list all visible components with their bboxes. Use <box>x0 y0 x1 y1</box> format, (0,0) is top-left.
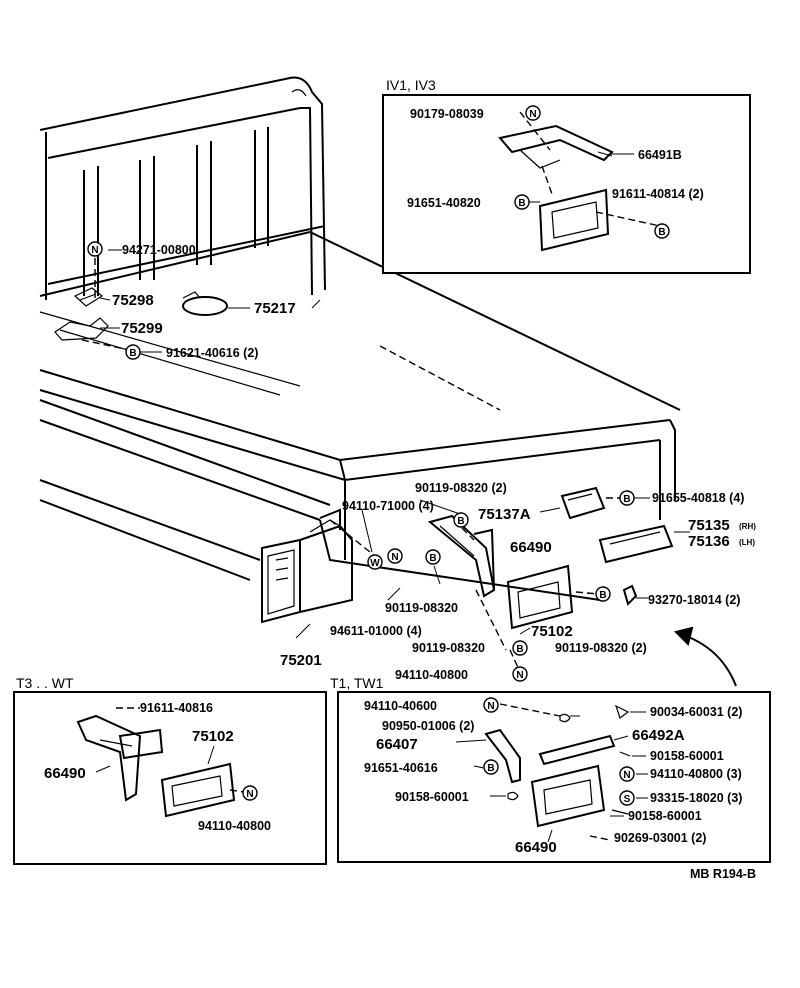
svg-text:B: B <box>599 590 606 601</box>
symbol-n-94110-40600: N <box>483 697 499 713</box>
symbol-b-90119-d: B <box>595 586 611 602</box>
symbol-b-91651-40616: B <box>483 759 499 775</box>
symbol-n-90179: N <box>525 105 541 121</box>
inset-iv1-iv3: IV1, IV3 <box>382 77 751 274</box>
label-66490-t3: 66490 <box>44 765 86 782</box>
symbol-b-91655: B <box>619 490 635 506</box>
symbol-b-90119-a: B <box>453 512 469 528</box>
svg-text:B: B <box>623 494 630 505</box>
svg-text:N: N <box>529 109 536 120</box>
label-75298: 75298 <box>112 292 154 309</box>
label-90034-60031: 90034-60031 (2) <box>650 705 742 719</box>
label-91651-40820: 91651-40820 <box>407 196 481 210</box>
label-90119-08320-d: 90119-08320 (2) <box>555 641 647 655</box>
symbol-b-91651-40820: B <box>514 194 530 210</box>
truck-bed-drawing <box>39 76 681 601</box>
label-94611-01000: 94611-01000 (4) <box>330 624 422 638</box>
inset-t1-tw1: T1, TW1 <box>330 675 771 863</box>
label-94110-40800-t1: 94110-40800 (3) <box>650 767 742 781</box>
symbol-n-94110-40800-t1: N <box>619 766 635 782</box>
label-91611-40814: 91611-40814 (2) <box>612 187 704 201</box>
svg-text:B: B <box>518 198 525 209</box>
inset-t3-title: T3 . . WT <box>16 675 74 691</box>
label-75102-t3: 75102 <box>192 728 234 745</box>
symbol-n-94271: N <box>87 241 103 257</box>
symbol-b-90119-c: B <box>512 640 528 656</box>
symbol-n-94110-40800-main: N <box>512 666 528 682</box>
symbol-b-91611-40814: B <box>654 223 670 239</box>
label-75135-rh: (RH) <box>739 522 756 531</box>
label-94110-71000: 94110-71000 (4) <box>342 499 434 513</box>
label-75136-lh: (LH) <box>739 538 755 547</box>
label-66407: 66407 <box>376 736 418 753</box>
lamp-75137a <box>560 486 606 520</box>
label-66490-t1: 66490 <box>515 839 557 856</box>
svg-text:S: S <box>624 794 631 805</box>
inset-t1-title: T1, TW1 <box>330 675 384 691</box>
label-75102-main: 75102 <box>531 623 573 640</box>
inset-t3-wt: T3 . . WT <box>13 675 327 865</box>
svg-text:N: N <box>91 245 98 256</box>
symbol-n-94110-40800-t3: N <box>242 785 258 801</box>
svg-text:N: N <box>516 670 523 681</box>
small-parts-left <box>54 287 228 341</box>
label-90158-60001-r2: 90158-60001 <box>628 809 702 823</box>
label-94110-40600: 94110-40600 <box>364 699 437 713</box>
svg-text:B: B <box>457 516 464 527</box>
svg-text:N: N <box>246 789 253 800</box>
label-93270-18014: 93270-18014 (2) <box>648 593 740 607</box>
label-90950-01006: 90950-01006 (2) <box>382 719 474 733</box>
label-90158-60001-l: 90158-60001 <box>395 790 469 804</box>
label-94110-40800-t3: 94110-40800 <box>198 819 271 833</box>
symbol-b-90119-b: B <box>425 549 441 565</box>
label-91621-40616: 91621-40616 (2) <box>166 346 258 360</box>
label-66490-main: 66490 <box>510 539 552 556</box>
svg-text:B: B <box>429 553 436 564</box>
svg-text:W: W <box>370 558 380 569</box>
symbol-b-91621: B <box>125 344 141 360</box>
svg-text:N: N <box>487 701 494 712</box>
label-94110-40800-main: 94110-40800 <box>395 668 468 682</box>
part-labels: 90179-08039 66491B 91651-40820 91611-408… <box>44 107 756 881</box>
label-90158-60001-r1: 90158-60001 <box>650 749 724 763</box>
svg-text:N: N <box>623 770 630 781</box>
rear-bumper-bracket <box>261 508 353 624</box>
label-91611-40816: 91611-40816 <box>140 701 213 715</box>
label-75299: 75299 <box>121 320 163 337</box>
label-90269-03001: 90269-03001 (2) <box>614 831 706 845</box>
inset-iv-title: IV1, IV3 <box>386 77 436 93</box>
label-90119-08320-c: 90119-08320 <box>412 641 485 655</box>
label-75136: 75136 <box>688 533 730 550</box>
pointer-arrow <box>674 626 737 687</box>
symbol-n-94110-71000: N <box>387 548 403 564</box>
label-91651-40616: 91651-40616 <box>364 761 438 775</box>
center-bracket-66490 <box>427 514 496 598</box>
leader-lines-main <box>81 249 690 673</box>
label-75201: 75201 <box>280 652 322 669</box>
label-66492a: 66492A <box>632 727 685 744</box>
lamp-75135 <box>598 524 674 564</box>
screw-93270 <box>622 584 638 606</box>
svg-text:N: N <box>391 552 398 563</box>
svg-text:B: B <box>129 348 136 359</box>
svg-text:B: B <box>516 644 523 655</box>
diagram-code: MB R194-B <box>690 867 756 881</box>
label-75217: 75217 <box>254 300 296 317</box>
symbol-w-94611: W <box>367 554 383 570</box>
svg-text:B: B <box>487 763 494 774</box>
label-75137a: 75137A <box>478 506 531 523</box>
label-91655-40818: 91655-40818 (4) <box>652 491 744 505</box>
symbol-s-93315: S <box>619 790 635 806</box>
license-plate-75102 <box>506 564 574 630</box>
label-90119-08320-a: 90119-08320 (2) <box>415 481 507 495</box>
label-75135: 75135 <box>688 517 730 534</box>
label-90179-08039: 90179-08039 <box>410 107 484 121</box>
svg-text:B: B <box>658 227 665 238</box>
label-93315-18020: 93315-18020 (3) <box>650 791 742 805</box>
label-94271-00800: 94271-00800 <box>122 243 196 257</box>
label-66491b: 66491B <box>638 148 682 162</box>
label-90119-08320-b: 90119-08320 <box>385 601 458 615</box>
